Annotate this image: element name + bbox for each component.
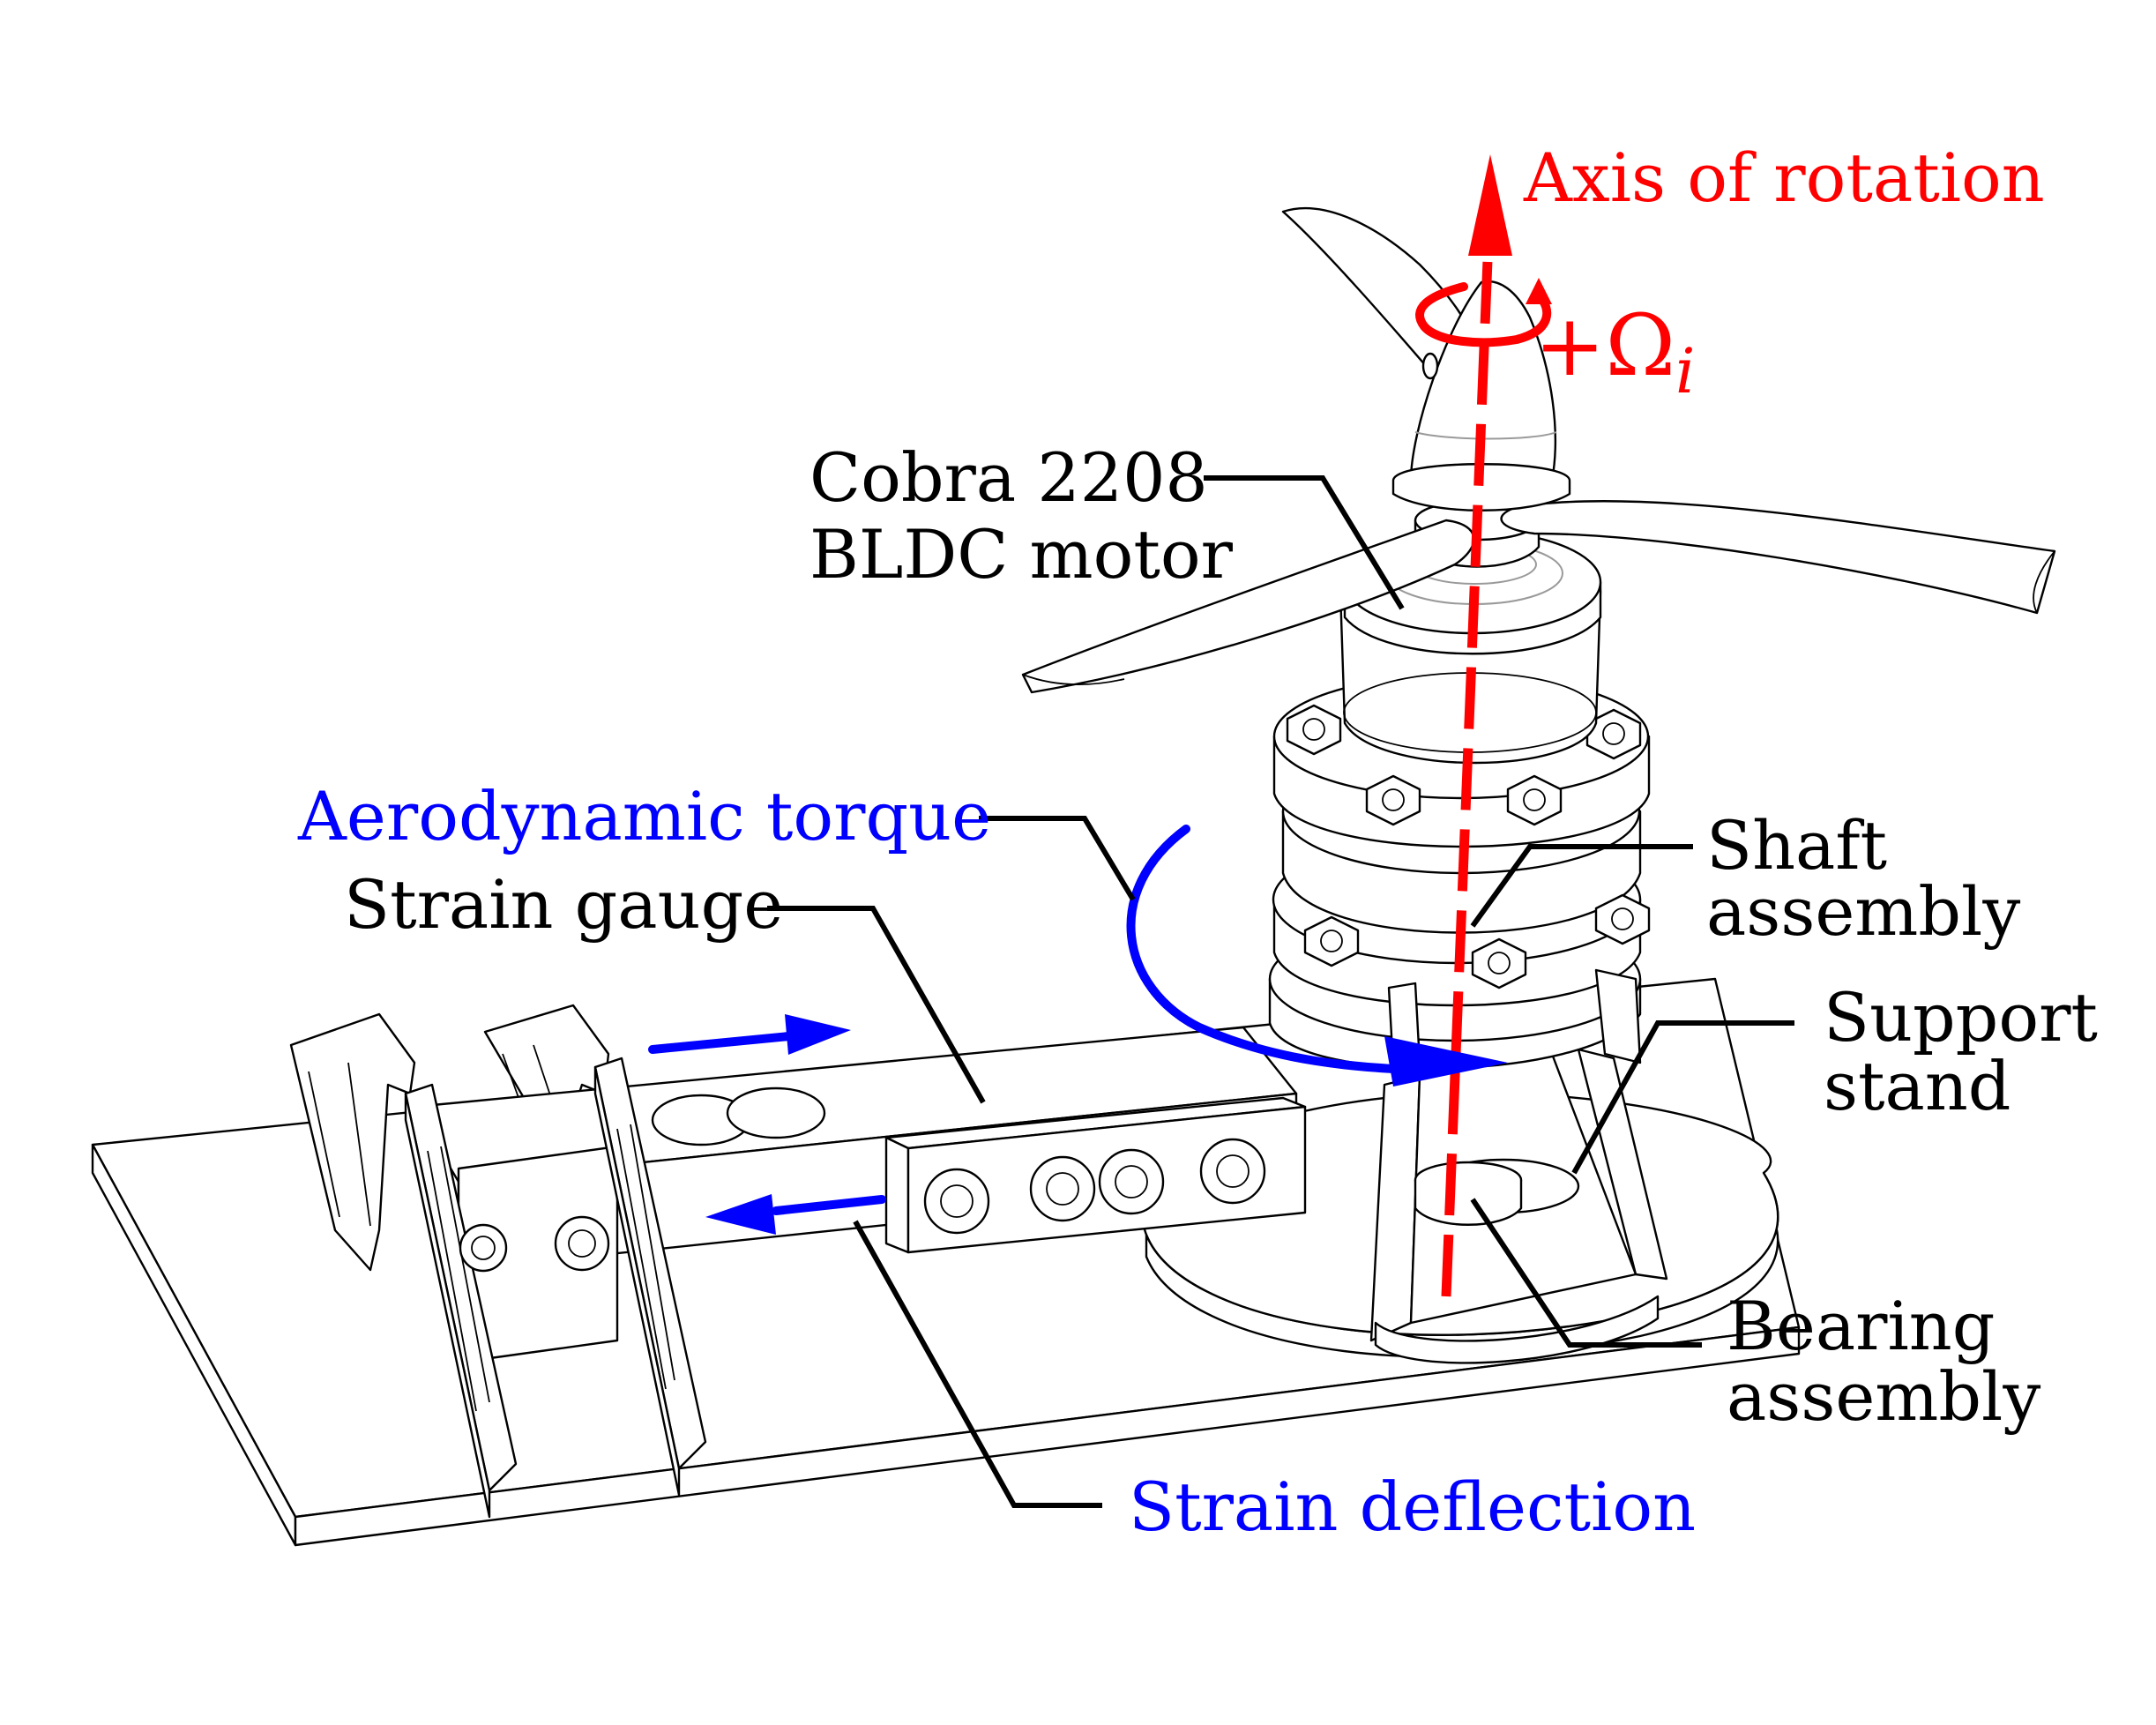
- bolt-4: [1199, 1138, 1266, 1205]
- omega-label: +Ωi: [1534, 296, 1695, 407]
- leader-strain-deflection: [853, 1220, 1102, 1508]
- leader-motor: [1204, 475, 1405, 610]
- bearing-assembly: [1414, 1161, 1523, 1226]
- left-clamp-rear: [289, 1004, 610, 1272]
- leader-bearing: [1470, 1198, 1702, 1348]
- clamp-bolt-2: [554, 1215, 610, 1272]
- leader-shaft: [1470, 844, 1693, 928]
- leader-strain-gauge: [767, 906, 986, 1104]
- flange-nut-3: [1506, 774, 1563, 826]
- omega-subscript: i: [1675, 335, 1695, 407]
- flange-nut-5: [1303, 915, 1360, 967]
- bearing-label-line2: assembly: [1727, 1357, 2040, 1436]
- flange-nut-6: [1471, 937, 1527, 989]
- flange-nut-2: [1365, 774, 1421, 826]
- motor-label-line2: BLDC motor: [809, 515, 1234, 594]
- bolt-3: [1098, 1148, 1165, 1215]
- motor-label-line1: Cobra 2208: [809, 438, 1208, 517]
- support-stand: [1369, 1048, 1668, 1364]
- strain-deflection-arrow-upper: [648, 1014, 851, 1055]
- shaft-label-line2: assembly: [1706, 872, 2020, 951]
- shaft-label-line1: Shaft: [1706, 806, 1887, 885]
- strain-gauge-plate: [884, 1096, 1307, 1254]
- bolt-1: [923, 1168, 990, 1235]
- flange-nut-7: [1594, 893, 1651, 945]
- axis-of-rotation-arrow: [1441, 154, 1512, 1297]
- aerodynamic-torque-label: Aerodynamic torque: [297, 777, 991, 855]
- support-label-line2: stand: [1824, 1047, 2011, 1125]
- strain-deflection-label: Strain deflection: [1129, 1467, 1696, 1546]
- flange-nut-1: [1286, 704, 1342, 756]
- support-label-line1: Support: [1824, 978, 2098, 1057]
- omega-symbol: +Ω: [1534, 296, 1675, 395]
- bearing-label-line1: Bearing: [1727, 1287, 1995, 1365]
- leader-support: [1571, 1020, 1794, 1175]
- strain-gauge-label: Strain gauge: [344, 865, 783, 944]
- flange-nut-4: [1585, 708, 1642, 760]
- left-clamp-front: [404, 1057, 707, 1519]
- clamp-bolt-1: [459, 1223, 508, 1273]
- aerodynamic-torque-arrow: [1126, 825, 1508, 1087]
- bolt-2: [1029, 1155, 1096, 1222]
- rotation-direction-arrow: [1415, 278, 1552, 347]
- leader-aerodynamic-torque: [979, 816, 1136, 901]
- strain-deflection-arrow-lower: [705, 1194, 886, 1235]
- axis-of-rotation-label: Axis of rotation: [1523, 138, 2045, 217]
